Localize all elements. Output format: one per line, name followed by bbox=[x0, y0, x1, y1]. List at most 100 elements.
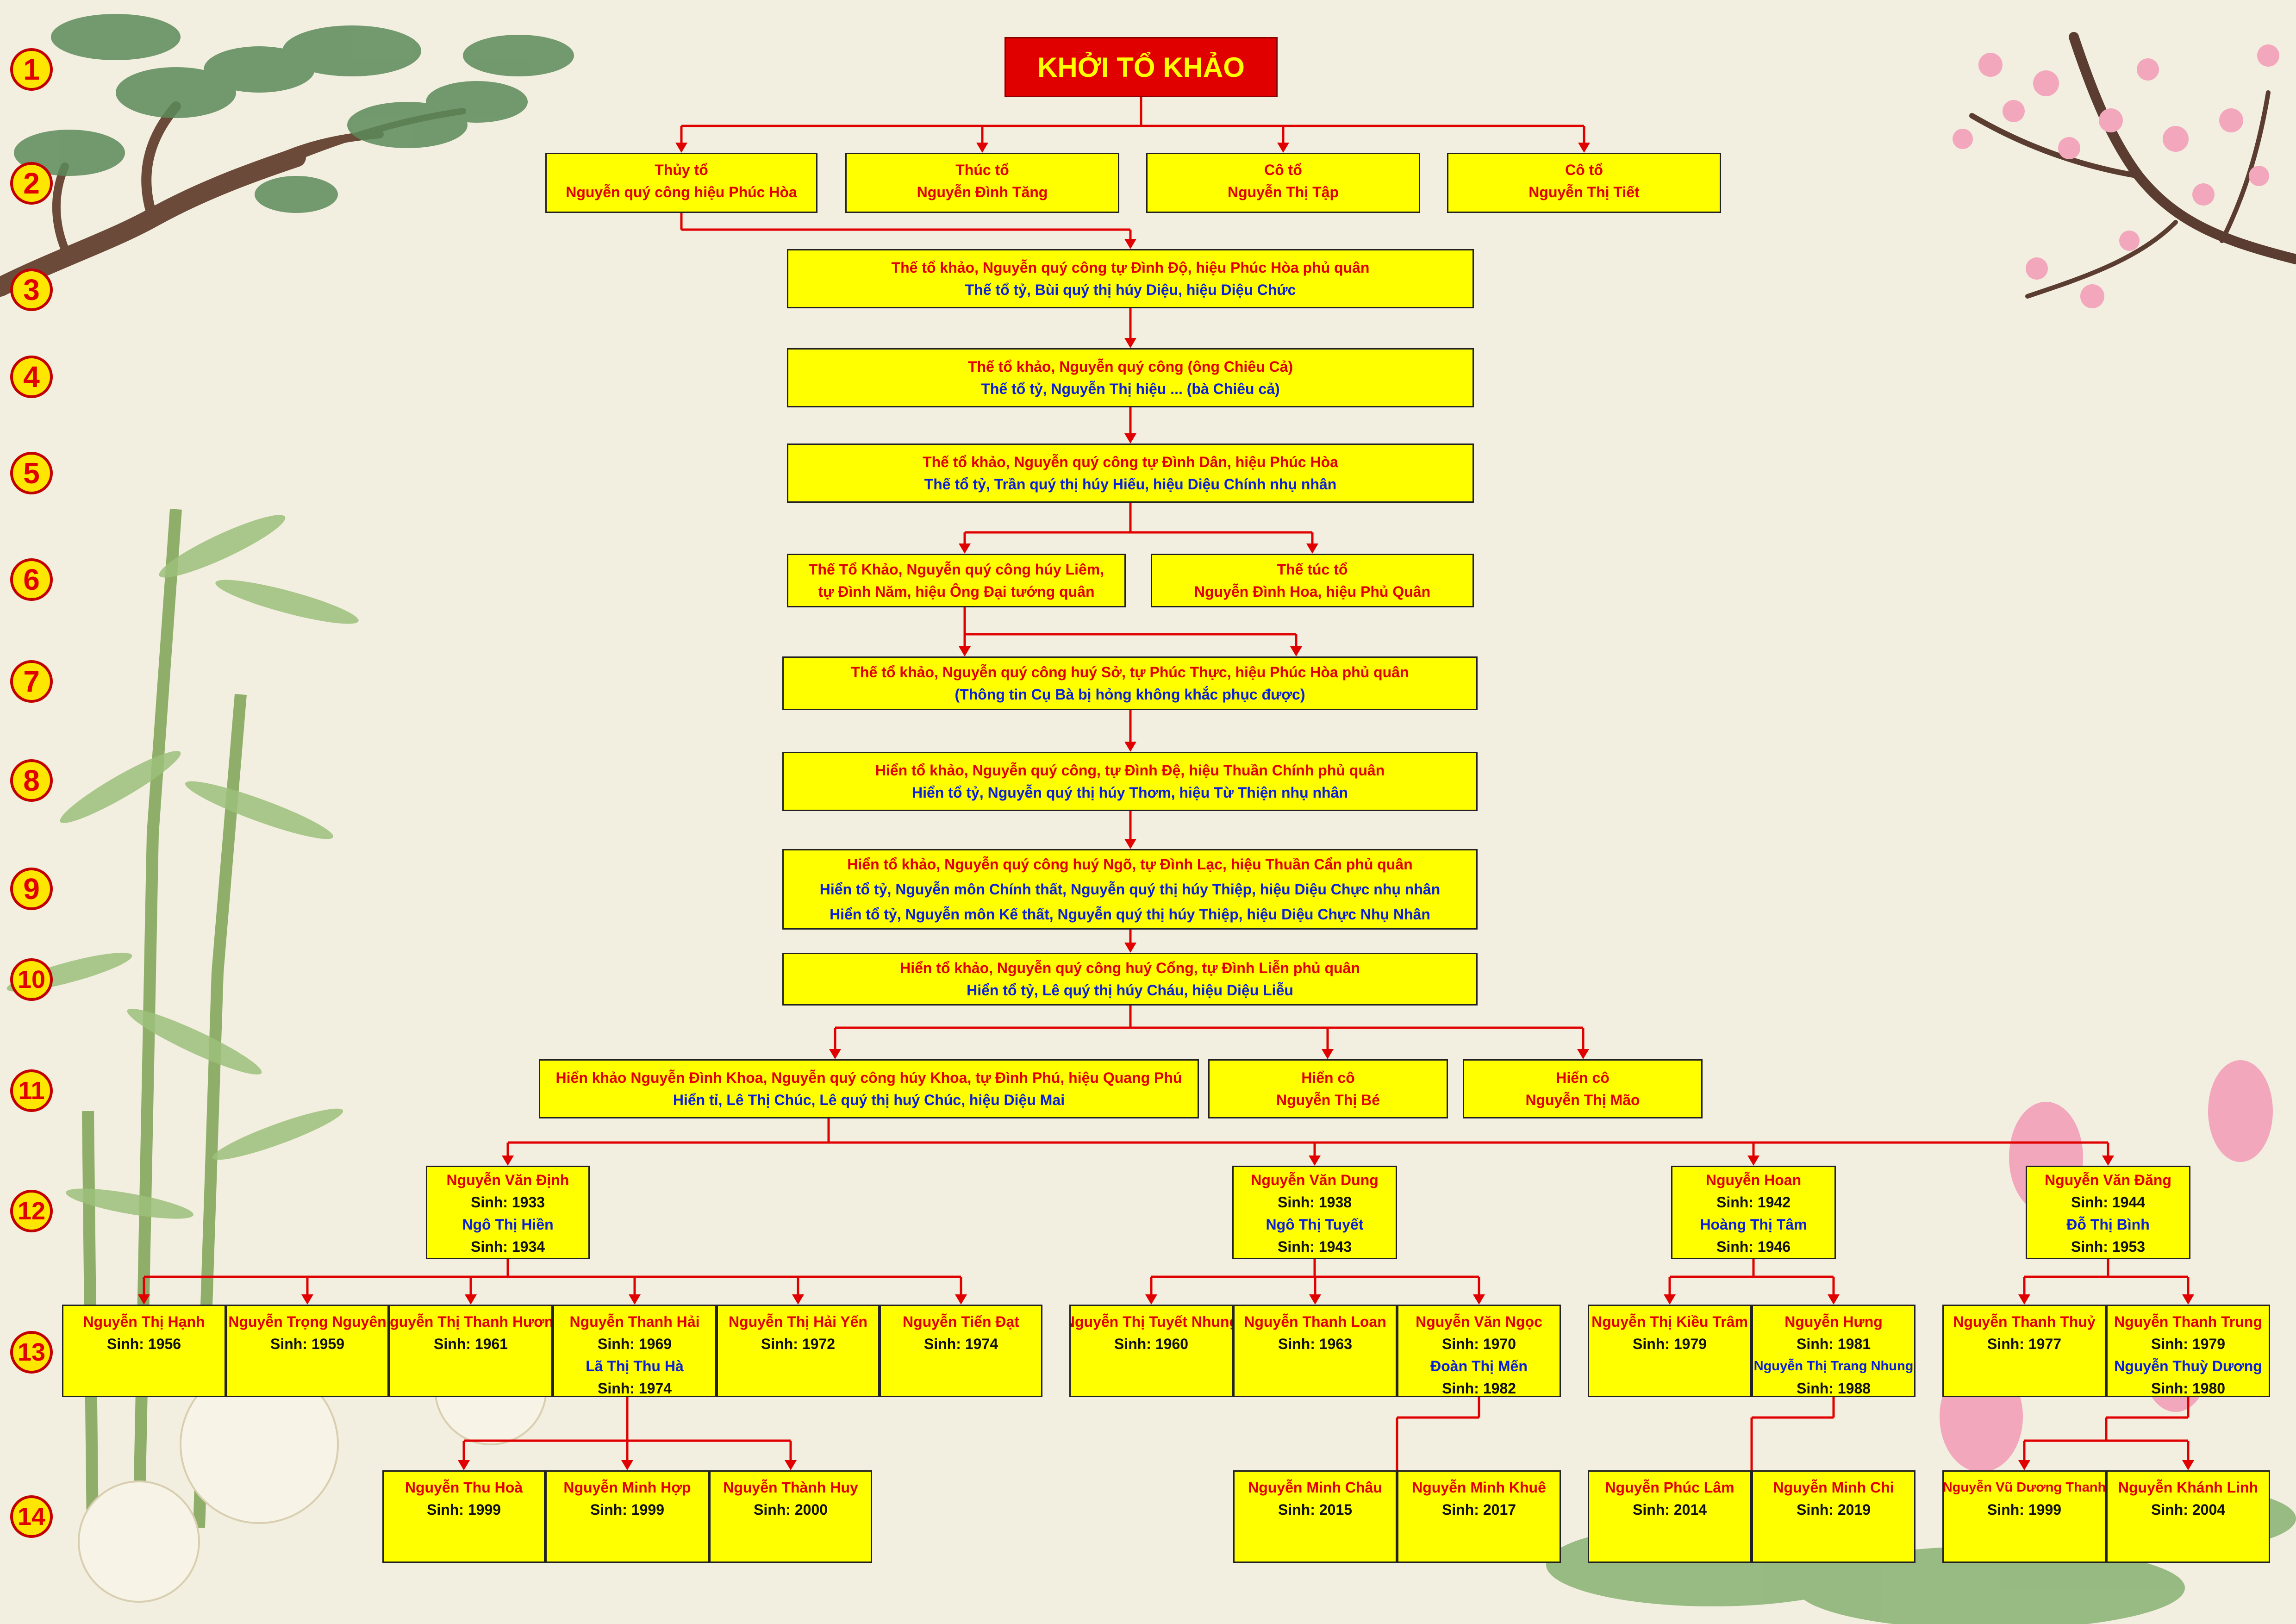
connector-arrow bbox=[1747, 1156, 1759, 1166]
gen14-cell: Nguyễn Minh Khuê Sinh: 2017 bbox=[1397, 1470, 1561, 1563]
gen7-note: (Thông tin Cụ Bà bị hỏng không khắc phục… bbox=[955, 686, 1305, 703]
birth-year: Sinh: 2004 bbox=[2151, 1501, 2226, 1518]
spouse-name: Đỗ Thị Bình bbox=[2066, 1216, 2150, 1233]
root-ancestor-title: KHỞI TỔ KHẢO bbox=[1004, 37, 1278, 97]
connector-arrow bbox=[458, 1460, 470, 1470]
gen5-husband: Thế tổ khảo, Nguyễn quý công tự Đình Dân… bbox=[923, 454, 1338, 470]
connector-arrow bbox=[2182, 1460, 2194, 1470]
generation-number-8: 8 bbox=[10, 759, 53, 802]
gen14-cell: Nguyễn Minh Hợp Sinh: 1999 bbox=[545, 1470, 709, 1563]
connector-arrow bbox=[2102, 1156, 2114, 1166]
person-name: Nguyễn Minh Hợp bbox=[563, 1479, 691, 1496]
gen11-box: Hiển cô Nguyễn Thị Mão bbox=[1463, 1059, 1703, 1118]
connector-arrow bbox=[829, 1049, 841, 1059]
connector-arrow bbox=[1124, 338, 1136, 348]
gen9-wife-1: Hiển tổ tỷ, Nguyễn môn Chính thất, Nguyễ… bbox=[819, 881, 1441, 898]
spouse-name: Đoàn Thị Mến bbox=[1430, 1358, 1528, 1374]
person-name: Nguyễn Phúc Lâm bbox=[1605, 1479, 1734, 1496]
gen2-box: Thúc tổ Nguyễn Đình Tăng bbox=[845, 153, 1119, 213]
connector-arrow bbox=[1145, 1294, 1157, 1305]
connector-arrow bbox=[502, 1156, 514, 1166]
gen14-cell: Nguyễn Phúc Lâm Sinh: 2014 bbox=[1588, 1470, 1752, 1563]
birth-year: Sinh: 1999 bbox=[1987, 1501, 2062, 1518]
gen6-box: Thế Tổ Khảo, Nguyễn quý công húy Liêm, t… bbox=[787, 554, 1126, 607]
gen2-box: Cô tổ Nguyễn Thị Tập bbox=[1146, 153, 1420, 213]
gen4-husband: Thế tổ khảo, Nguyễn quý công (ông Chiêu … bbox=[967, 358, 1293, 375]
person-name: Nguyễn Văn Đăng bbox=[2045, 1172, 2171, 1188]
gen6-line2: Nguyễn Đình Hoa, hiệu Phủ Quân bbox=[1194, 583, 1431, 600]
person-name: Nguyễn Minh Châu bbox=[1248, 1479, 1382, 1496]
birth-year: Sinh: 2000 bbox=[753, 1501, 828, 1518]
birth-year: Sinh: 1942 bbox=[1716, 1194, 1791, 1211]
connector-arrow bbox=[2018, 1294, 2030, 1305]
person-name: Nguyễn Thị Thanh Hương bbox=[390, 1313, 553, 1330]
birth-year: Sinh: 1963 bbox=[1278, 1336, 1353, 1352]
person-name: Nguyễn Thu Hoà bbox=[405, 1479, 523, 1496]
gen2-name: Nguyễn Thị Tiết bbox=[1529, 184, 1640, 200]
gen7-box: Thế tổ khảo, Nguyễn quý công huý Sở, tự … bbox=[782, 656, 1478, 710]
connector-arrow bbox=[1828, 1294, 1840, 1305]
person-name: Nguyễn Thành Huy bbox=[723, 1479, 858, 1496]
plum-blossoms bbox=[1953, 44, 2279, 308]
connector-arrow bbox=[1322, 1049, 1334, 1059]
spouse-name: Hoàng Thị Tâm bbox=[1700, 1216, 1807, 1233]
gen13-cell: Nguyễn Tiến Đạt Sinh: 1974 bbox=[880, 1305, 1042, 1397]
gen6-line2: tự Đình Năm, hiệu Ông Đại tướng quân bbox=[818, 583, 1095, 600]
connector-arrow bbox=[465, 1294, 477, 1305]
connector-arrow bbox=[1124, 742, 1136, 752]
birth-year: Sinh: 1960 bbox=[1114, 1336, 1189, 1352]
birth-year: Sinh: 1969 bbox=[597, 1336, 672, 1352]
gen2-name: Nguyễn quý công hiệu Phúc Hòa bbox=[566, 184, 797, 200]
generation-number-5: 5 bbox=[10, 452, 53, 494]
generation-number-13: 13 bbox=[10, 1331, 53, 1374]
spouse-birth-year: Sinh: 1974 bbox=[597, 1380, 672, 1397]
person-name: Nguyễn Hưng bbox=[1784, 1313, 1883, 1330]
connector-arrow bbox=[785, 1460, 797, 1470]
birth-year: Sinh: 1974 bbox=[923, 1336, 998, 1352]
connector-arrow bbox=[1124, 839, 1136, 849]
gen3-box: Thế tổ khảo, Nguyễn quý công tự Đình Độ,… bbox=[787, 249, 1474, 308]
gen4-box: Thế tổ khảo, Nguyễn quý công (ông Chiêu … bbox=[787, 348, 1474, 407]
connector-arrow bbox=[959, 646, 971, 656]
connector-arrow bbox=[1309, 1294, 1321, 1305]
gen2-box: Cô tổ Nguyễn Thị Tiết bbox=[1447, 153, 1721, 213]
gen2-title: Cô tổ bbox=[1264, 162, 1302, 178]
person-name: Nguyễn Thị Hải Yến bbox=[729, 1313, 867, 1330]
gen2-name: Nguyễn Thị Tập bbox=[1228, 184, 1339, 200]
person-name: Nguyễn Minh Khuê bbox=[1412, 1479, 1546, 1496]
gen8-wife: Hiển tổ tỷ, Nguyễn quý thị húy Thơm, hiệ… bbox=[912, 784, 1348, 801]
gen12-box: Nguyễn Văn Đăng Sinh: 1944 Đỗ Thị Bình S… bbox=[2026, 1166, 2190, 1259]
gen5-box: Thế tổ khảo, Nguyễn quý công tự Đình Dân… bbox=[787, 443, 1474, 503]
gen2-title: Cô tổ bbox=[1565, 162, 1603, 178]
gen10-wife: Hiển tổ tỷ, Lê quý thị húy Cháu, hiệu Di… bbox=[967, 982, 1293, 999]
gen9-box: Hiển tổ khảo, Nguyễn quý công huý Ngõ, t… bbox=[782, 849, 1478, 930]
gen13-cell: Nguyễn Thị Thanh Hương Sinh: 1961 bbox=[389, 1305, 553, 1397]
spouse-birth-year: Sinh: 1980 bbox=[2151, 1380, 2226, 1397]
gen11-wife: Hiển tỉ, Lê Thị Chúc, Lê quý thị huý Chú… bbox=[673, 1092, 1065, 1108]
connector-arrow bbox=[2182, 1294, 2194, 1305]
birth-year: Sinh: 1933 bbox=[470, 1194, 545, 1211]
gen12-box: Nguyễn Văn Dung Sinh: 1938 Ngô Thị Tuyết… bbox=[1232, 1166, 1397, 1259]
generation-number-3: 3 bbox=[10, 269, 53, 311]
gen13-cell: Nguyễn Thị Tuyết Nhung Sinh: 1960 bbox=[1069, 1305, 1233, 1397]
person-name: Nguyễn Thanh Loan bbox=[1244, 1313, 1386, 1330]
person-name: Nguyễn Thanh Hải bbox=[569, 1313, 700, 1330]
bamboo-leaves bbox=[6, 515, 359, 1219]
birth-year: Sinh: 1938 bbox=[1277, 1194, 1352, 1211]
spouse-birth-year: Sinh: 1988 bbox=[1796, 1380, 1871, 1397]
generation-number-12: 12 bbox=[10, 1190, 53, 1232]
birth-year: Sinh: 1956 bbox=[106, 1336, 181, 1352]
gen11-husband: Hiển khảo Nguyễn Đình Khoa, Nguyễn quý c… bbox=[555, 1069, 1182, 1086]
generation-number-10: 10 bbox=[10, 958, 53, 1001]
gen13-cell: Nguyễn Thanh Trung Sinh: 1979 Nguyễn Thu… bbox=[2106, 1305, 2270, 1397]
gen11-box: Hiển khảo Nguyễn Đình Khoa, Nguyễn quý c… bbox=[539, 1059, 1199, 1118]
gen14-cell: Nguyễn Thành Huy Sinh: 2000 bbox=[709, 1470, 872, 1563]
gen10-box: Hiển tổ khảo, Nguyễn quý công huý Cổng, … bbox=[782, 953, 1478, 1006]
birth-year: Sinh: 2019 bbox=[1796, 1501, 1871, 1518]
birth-year: Sinh: 1999 bbox=[426, 1501, 501, 1518]
gen12-box: Nguyễn Hoan Sinh: 1942 Hoàng Thị Tâm Sin… bbox=[1671, 1166, 1836, 1259]
gen2-name: Nguyễn Đình Tăng bbox=[917, 184, 1048, 200]
spouse-name: Ngô Thị Tuyết bbox=[1266, 1216, 1364, 1233]
plum-branch-illustration bbox=[1969, 32, 2296, 299]
connector-arrow bbox=[1124, 943, 1136, 953]
